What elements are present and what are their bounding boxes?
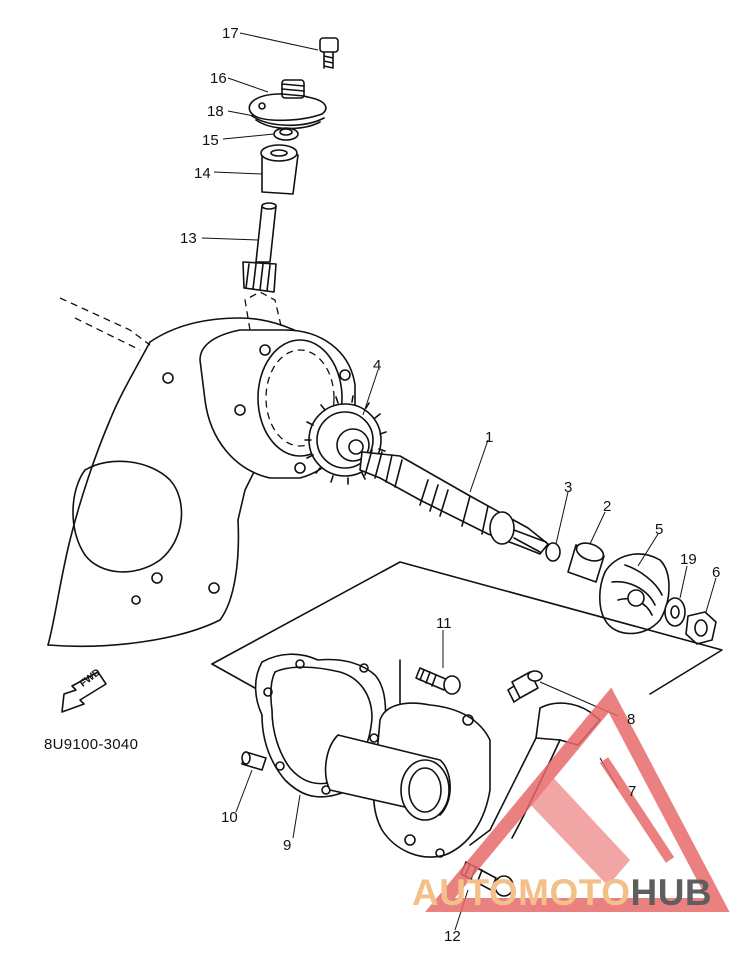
part-3-o-ring xyxy=(545,542,561,562)
callout-9: 9 xyxy=(283,837,292,854)
callout-5: 5 xyxy=(655,521,664,538)
part-13-drive-shaft xyxy=(242,202,277,293)
part-code: 8U9100-3040 xyxy=(44,736,139,753)
callout-8: 8 xyxy=(627,711,636,728)
callout-18: 18 xyxy=(207,103,224,120)
callout-11: 11 xyxy=(436,615,452,632)
watermark-text: AUTOMOTOHUB xyxy=(412,872,712,914)
part-17-bolt xyxy=(319,37,339,69)
callout-1: 1 xyxy=(485,429,494,446)
part-1-impeller-shaft xyxy=(359,449,549,555)
callout-12: 12 xyxy=(444,928,461,945)
engine-case-outline xyxy=(47,297,321,648)
callout-15: 15 xyxy=(202,132,219,149)
callout-2: 2 xyxy=(603,498,612,515)
watermark-text-auto: AUTO xyxy=(412,872,519,913)
watermark-text-hub: HUB xyxy=(630,872,713,913)
part-2-collar xyxy=(567,542,605,583)
callout-3: 3 xyxy=(564,479,573,496)
callout-16: 16 xyxy=(210,70,227,87)
callout-4: 4 xyxy=(373,357,382,374)
watermark-logo xyxy=(425,687,730,912)
part-15-seal xyxy=(273,127,299,141)
callout-6: 6 xyxy=(712,564,721,581)
part-5-impeller xyxy=(598,553,670,635)
callout-19: 19 xyxy=(680,551,697,568)
pump-housing xyxy=(324,702,491,858)
watermark-text-moto: MOTO xyxy=(518,872,631,913)
callout-10: 10 xyxy=(221,809,238,826)
part-6-nut xyxy=(685,611,717,645)
callout-7: 7 xyxy=(628,783,637,800)
part-19-washer xyxy=(664,597,686,627)
part-14-bushing xyxy=(260,144,299,195)
callout-14: 14 xyxy=(194,165,211,182)
part-8-fitting xyxy=(507,670,543,703)
callout-17: 17 xyxy=(222,25,239,42)
part-11-bolt xyxy=(415,667,461,695)
callout-13: 13 xyxy=(180,230,197,247)
part-10-dowel-pin xyxy=(241,751,267,771)
fwd-arrow xyxy=(61,671,107,713)
part-16-cover xyxy=(248,79,327,122)
